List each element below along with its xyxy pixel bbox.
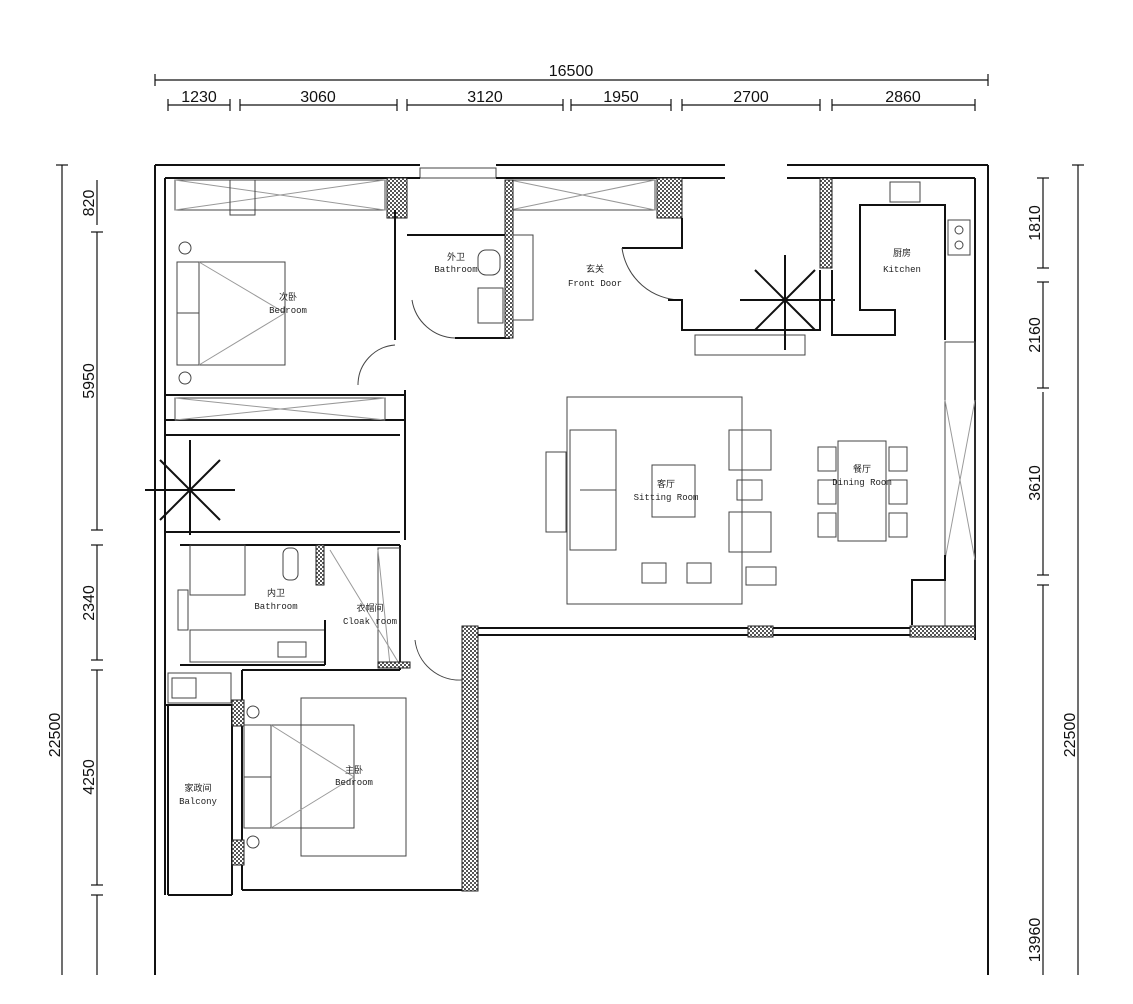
entry <box>621 181 971 356</box>
interior-walls <box>165 390 463 681</box>
top-dimension: 1950 <box>603 89 639 106</box>
left-dimension: 4250 <box>81 759 98 795</box>
master-bedroom-label-zh: 主卧 <box>345 764 363 776</box>
plant-icon <box>740 255 835 350</box>
kitchen-label-en: Kitchen <box>883 265 921 275</box>
coffee-table <box>651 464 696 518</box>
front-door-label-en: Front Door <box>568 279 622 289</box>
master-bedroom-label-en: Bedroom <box>335 778 373 788</box>
dining-table <box>837 440 887 542</box>
balcony-label-zh: 家政间 <box>184 782 211 794</box>
second-bedroom-label-en: Bedroom <box>269 306 307 316</box>
exterior-walls <box>154 164 989 975</box>
top-dimension: 3060 <box>300 89 336 106</box>
armchair <box>728 429 772 471</box>
master-bedroom <box>231 669 462 891</box>
guest-bathroom-label-en: Bathroom <box>434 265 477 275</box>
guest-bathroom <box>407 179 534 339</box>
top-total-dimension: 16500 <box>549 63 594 80</box>
cloak-room <box>329 547 411 669</box>
armchair <box>728 511 772 553</box>
inner-bathroom <box>177 544 326 666</box>
left-dimension: 820 <box>81 190 98 217</box>
south-wall <box>461 625 976 892</box>
top-dimension: 3120 <box>467 89 503 106</box>
inner-bathroom-label-zh: 内卫 <box>267 587 285 599</box>
second-bedroom-label-zh: 次卧 <box>279 291 297 303</box>
left-dimension: 5950 <box>81 363 98 399</box>
sitting-room-label-zh: 客厅 <box>657 478 675 490</box>
top-dimension: 2860 <box>885 89 921 106</box>
dining-room-label-en: Dining Room <box>832 478 891 488</box>
right-dimension: 2160 <box>1027 317 1044 353</box>
right-dimension: 13960 <box>1027 918 1044 963</box>
cloak-room-label-zh: 衣帽间 <box>356 602 383 614</box>
wardrobe <box>174 179 656 216</box>
kitchen-label-zh: 厨房 <box>893 247 911 259</box>
right-total-dimension: 22500 <box>1062 713 1079 758</box>
plant-icon <box>145 440 235 535</box>
top-dimension: 2700 <box>733 89 769 106</box>
guest-bathroom-label-zh: 外卫 <box>447 251 465 263</box>
balcony-label-en: Balcony <box>179 797 217 807</box>
window <box>419 167 497 179</box>
left-total-dimension: 22500 <box>47 713 64 758</box>
column <box>386 177 408 219</box>
sitting-room-label-en: Sitting Room <box>634 493 699 503</box>
cabinet <box>944 341 976 628</box>
sink <box>889 181 921 203</box>
front-door-label-zh: 玄关 <box>586 263 604 275</box>
washer-icon <box>171 677 197 699</box>
column <box>656 177 683 219</box>
right-dimensions <box>1037 164 1084 975</box>
inner-bathroom-label-en: Bathroom <box>254 602 297 612</box>
left-dimensions <box>56 164 103 975</box>
stove-icon <box>947 219 971 256</box>
column <box>819 177 833 269</box>
sitting-room <box>545 396 777 605</box>
top-dimensions <box>154 74 989 111</box>
right-dimension: 1810 <box>1027 205 1044 241</box>
second-bedroom <box>165 210 405 421</box>
right-dimension: 3610 <box>1027 465 1044 501</box>
left-dimension: 2340 <box>81 585 98 621</box>
cloak-room-label-en: Cloak room <box>343 617 397 627</box>
top-dimension: 1230 <box>181 89 217 106</box>
dining-room-label-zh: 餐厅 <box>853 463 871 475</box>
